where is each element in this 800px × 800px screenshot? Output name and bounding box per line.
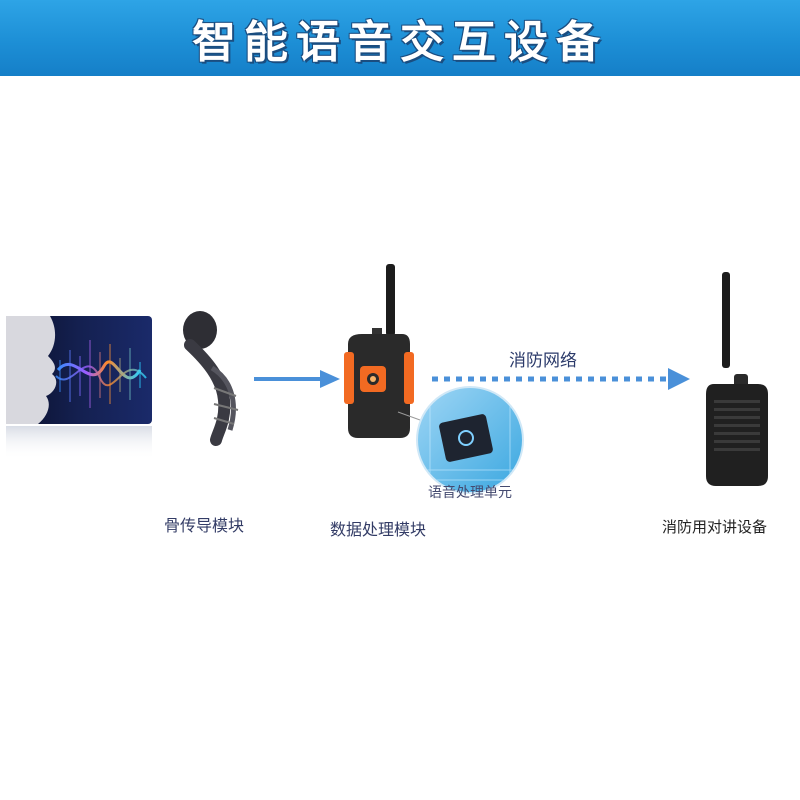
- bone-conduction-label: 骨传导模块: [164, 516, 245, 535]
- fire-network-label: 消防网络: [509, 351, 577, 371]
- voice-chip-image: [416, 386, 524, 494]
- title-banner: 智能语音交互设备: [0, 0, 800, 76]
- voice-wave-image: [6, 316, 152, 460]
- arrow-bone-to-processor: [254, 370, 340, 388]
- data-processing-device: [344, 264, 414, 438]
- data-processing-label: 数据处理模块: [330, 520, 427, 539]
- arrow-fire-network: [432, 368, 690, 390]
- bone-conduction-headset: [183, 311, 239, 446]
- voice-chip-label: 语音处理单元: [428, 485, 512, 501]
- walkie-talkie: [706, 272, 768, 486]
- chip-callout-line: [397, 411, 421, 421]
- page-title: 智能语音交互设备: [192, 17, 608, 68]
- intercom-label: 消防用对讲设备: [662, 518, 768, 536]
